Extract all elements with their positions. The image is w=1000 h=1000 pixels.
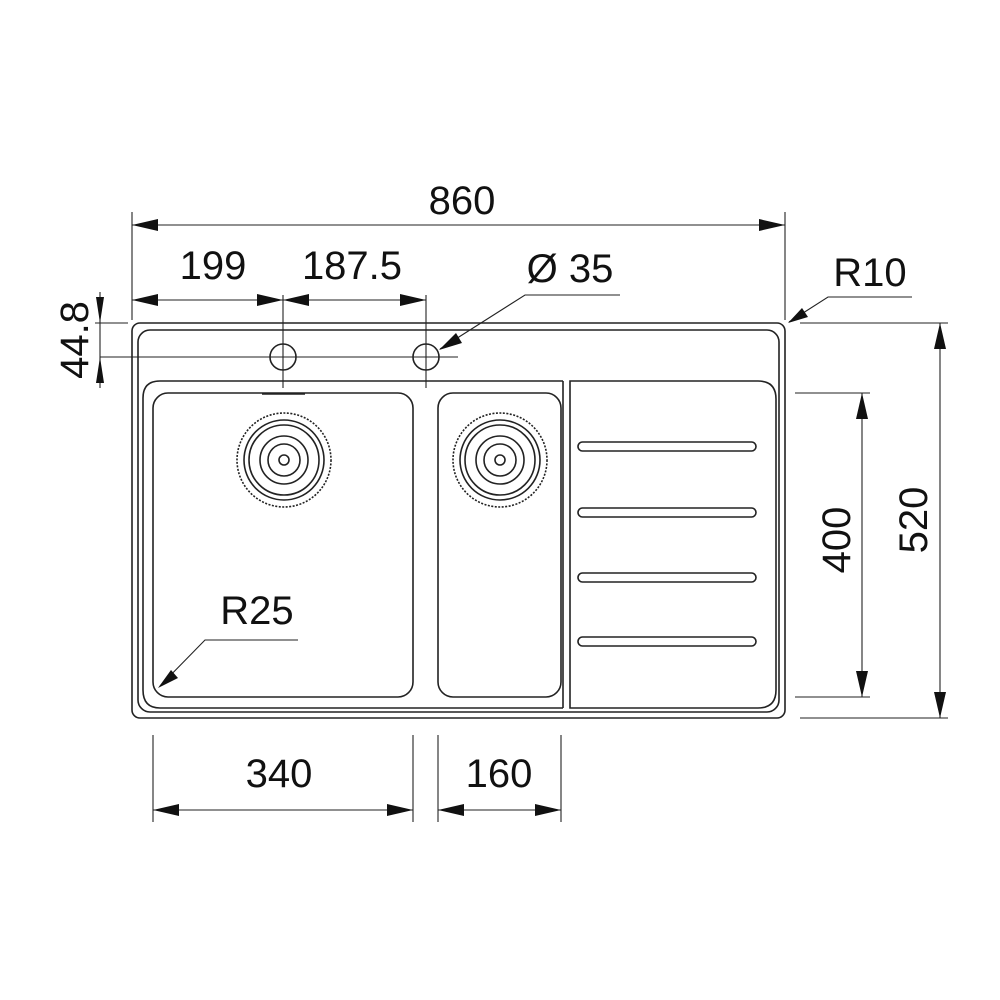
dimension-tap-hole-depth: 44.8	[53, 292, 128, 388]
dimension-bowl-radius: R25	[158, 589, 298, 688]
tap-holes	[100, 295, 458, 388]
dimension-overall-depth: 520	[800, 322, 948, 719]
svg-text:R10: R10	[833, 251, 906, 295]
svg-text:160: 160	[466, 752, 533, 796]
main-bowl	[152, 392, 414, 698]
drainer-grooves	[577, 441, 757, 647]
dimension-corner-radius: R10	[788, 251, 912, 323]
dimension-bowl-depth: 400	[795, 392, 870, 698]
dimension-bowl-widths: 340 160	[152, 735, 562, 822]
svg-text:340: 340	[246, 752, 313, 796]
svg-text:187.5: 187.5	[302, 244, 402, 288]
svg-text:400: 400	[815, 507, 859, 574]
sink-outline	[131, 322, 786, 719]
dimension-tap-hole-diameter: Ø 35	[439, 247, 620, 350]
svg-text:44.8: 44.8	[53, 301, 97, 379]
dimension-tap-offsets: 199 187.5	[132, 244, 426, 306]
svg-text:199: 199	[180, 244, 247, 288]
main-bowl-drain	[236, 412, 332, 508]
svg-text:520: 520	[892, 487, 936, 554]
svg-text:R25: R25	[220, 589, 293, 633]
svg-text:Ø 35: Ø 35	[527, 247, 614, 291]
small-bowl-drain	[452, 412, 548, 508]
dimension-overall-width: 860	[131, 179, 786, 320]
svg-text:860: 860	[429, 179, 496, 223]
small-bowl	[437, 392, 562, 698]
